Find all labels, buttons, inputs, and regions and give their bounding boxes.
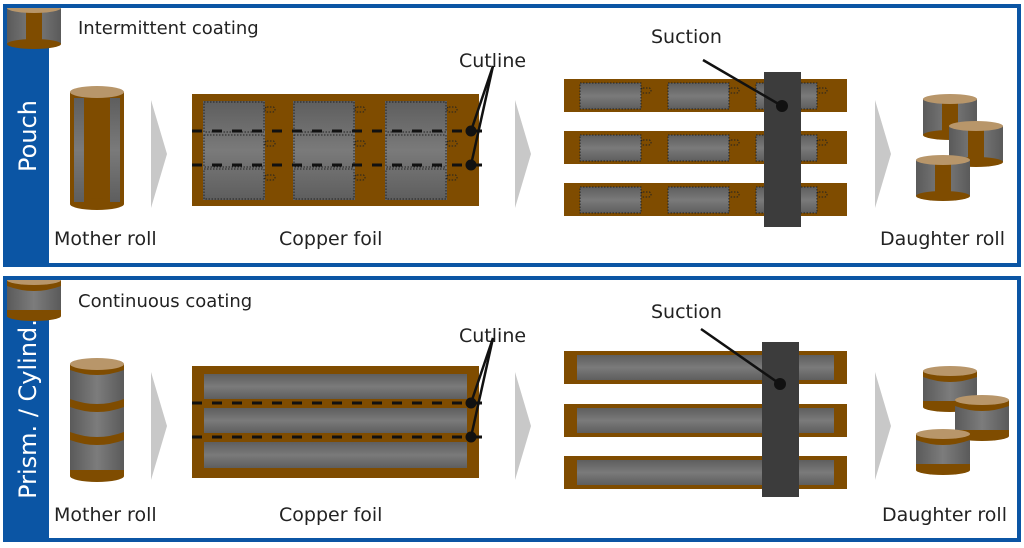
mother-roll-icon <box>70 358 124 482</box>
suction-pointer <box>700 327 786 390</box>
copper-foil-label: Copper foil <box>279 504 383 526</box>
copper-foil-label: Copper foil <box>279 228 383 250</box>
suction-label: Suction <box>651 301 722 323</box>
arrow-icon <box>151 372 167 480</box>
suction-bar <box>764 72 801 227</box>
mother-roll-label: Mother roll <box>54 504 157 526</box>
pouch-side-bar: Pouch <box>7 8 49 263</box>
arrow-icon <box>515 372 531 480</box>
copper-foil-continuous <box>192 366 487 478</box>
suction-label: Suction <box>651 26 722 48</box>
cutline-pointer <box>465 337 495 443</box>
daughter-rolls-icon <box>7 8 1003 201</box>
intermittent-coating-label: Intermittent coating <box>78 18 259 39</box>
arrow-icon <box>151 100 167 208</box>
arrow-icon <box>875 100 891 208</box>
cutline-label: Cutline <box>459 325 527 347</box>
daughter-rolls-icon <box>7 280 1009 475</box>
prism-cylind-panel: Prism. / Cylind. Continuous coating Moth… <box>3 276 1021 542</box>
suction-bar <box>762 342 799 497</box>
prism-process-art <box>7 280 1009 497</box>
copper-foil-intermittent <box>192 94 487 206</box>
daughter-roll-label: Daughter roll <box>882 504 1007 526</box>
daughter-roll-label: Daughter roll <box>880 228 1005 250</box>
continuous-coating-label: Continuous coating <box>78 291 253 312</box>
slit-strips-intermittent <box>563 79 848 217</box>
arrow-icon <box>515 100 531 208</box>
arrow-icon <box>875 372 891 480</box>
pouch-panel: Pouch Intermittent coating Mother roll C… <box>3 4 1021 267</box>
pouch-process-art <box>7 8 1003 227</box>
mother-roll-label: Mother roll <box>54 228 157 250</box>
mother-roll-icon <box>70 86 124 210</box>
suction-pointer <box>702 58 788 112</box>
cutline-label: Cutline <box>459 50 527 72</box>
cutline-pointer <box>465 65 495 171</box>
prism-side-bar: Prism. / Cylind. <box>7 280 49 538</box>
slit-strips-continuous <box>564 351 847 489</box>
